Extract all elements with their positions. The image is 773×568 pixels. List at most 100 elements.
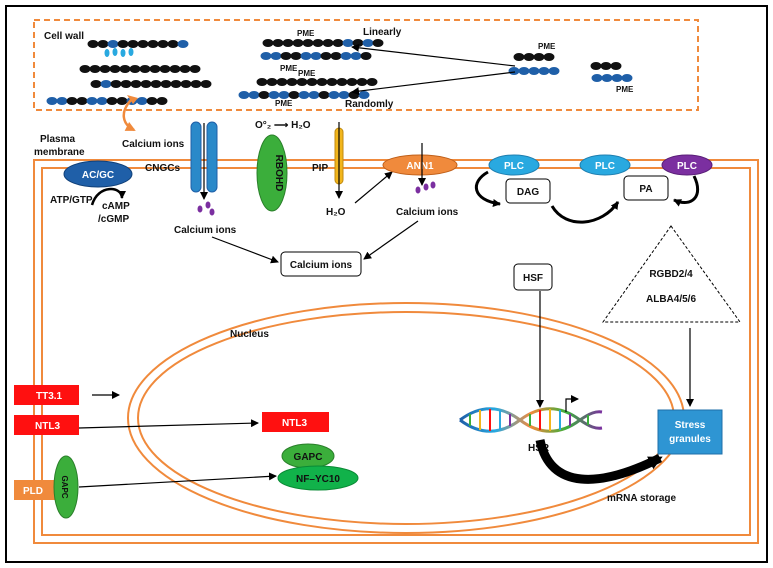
pectin-bead xyxy=(533,53,545,61)
pectin-bead xyxy=(46,97,58,105)
ann1-label: ANN1 xyxy=(406,161,434,172)
hsf-box xyxy=(513,263,553,291)
pectin-bead xyxy=(167,40,179,48)
pectin-bead xyxy=(298,91,310,99)
pectin-bead xyxy=(621,74,633,82)
pectin-bead xyxy=(189,65,201,73)
pectin-bead xyxy=(272,39,284,47)
pectin-bead xyxy=(513,53,525,61)
pme-label-4: PME xyxy=(275,99,293,108)
pectin-bead xyxy=(107,40,119,48)
pectin-bead xyxy=(150,80,162,88)
pectin-bead xyxy=(159,65,171,73)
plasma-label-2: membrane xyxy=(34,147,85,158)
pectin-bead xyxy=(262,39,274,47)
ntl3-box xyxy=(14,415,79,435)
transcription-start-arrow xyxy=(565,395,579,412)
h2o-to-ann1-arrow xyxy=(354,171,393,204)
mrna-storage-arrow xyxy=(535,438,663,484)
pectin-bead xyxy=(248,91,260,99)
calcium-ions-top: Calcium ions xyxy=(122,139,185,150)
pectin-bead xyxy=(336,78,348,86)
pectin-bead xyxy=(137,40,149,48)
ac-gc-reaction-arrow xyxy=(90,187,126,206)
pectin-fragment xyxy=(104,49,110,57)
pectin-bead xyxy=(290,52,302,60)
gapc-nucleus-label: GAPC xyxy=(294,452,323,463)
pectin-bead xyxy=(139,65,151,73)
stress-granules-box xyxy=(657,409,723,455)
pectin-bead xyxy=(66,97,78,105)
dag-label: DAG xyxy=(517,187,539,198)
rgbd-label: RGBD2/4 xyxy=(649,269,693,280)
nfyc10-label: NF–YC10 xyxy=(296,474,340,485)
pectin-bead xyxy=(523,53,535,61)
ntl3-nucleus-label: NTL3 xyxy=(282,418,307,429)
pectin-bead xyxy=(312,39,324,47)
pectin-bead xyxy=(332,39,344,47)
cell-wall-label: Cell wall xyxy=(44,31,84,42)
pectin-bead xyxy=(280,52,292,60)
pme-label-5: PME xyxy=(538,42,556,51)
pectin-bead xyxy=(109,65,121,73)
pectin-bead xyxy=(330,52,342,60)
pectin-bead xyxy=(238,91,250,99)
cngcs-label: CNGCs xyxy=(145,163,180,174)
ntl3-label: NTL3 xyxy=(35,421,60,432)
plc-enzyme-1 xyxy=(488,154,540,176)
calcium-ions-left: Calcium ions xyxy=(174,225,237,236)
pme-label-3: PME xyxy=(298,69,316,78)
gapc-membrane-label: GAPC xyxy=(60,475,69,498)
arrow-random xyxy=(351,71,516,96)
pectin-bead xyxy=(268,91,280,99)
pa-label: PA xyxy=(639,184,652,195)
pectin-bead xyxy=(276,78,288,86)
pectin-bead xyxy=(97,40,109,48)
linearly-label: Linearly xyxy=(363,27,402,38)
cngc-channel-left xyxy=(190,121,202,193)
pectin-fragment xyxy=(120,49,126,57)
pectin-bead xyxy=(366,78,378,86)
pectin-bead xyxy=(129,65,141,73)
pectin-bead xyxy=(156,97,168,105)
pectin-bead xyxy=(100,80,112,88)
pectin-bead xyxy=(611,74,623,82)
pectin-bead xyxy=(256,78,268,86)
ca-ann-to-box-arrow xyxy=(363,220,419,260)
pectin-bead xyxy=(338,91,350,99)
plc-to-pa-arrow xyxy=(673,175,700,207)
pectin-bead xyxy=(601,74,613,82)
pme-label-1: PME xyxy=(297,29,315,38)
tt31-label: TT3.1 xyxy=(36,391,63,402)
cell-wall-box xyxy=(33,19,699,111)
pectin-bead xyxy=(106,97,118,105)
pip-label: PIP xyxy=(312,163,328,174)
pectin-bead xyxy=(610,62,622,70)
ca-dot xyxy=(209,208,215,216)
pme-label-6: PME xyxy=(616,85,634,94)
pectin-bead xyxy=(177,40,189,48)
plc-enzyme-2 xyxy=(579,154,631,176)
pectin-bead xyxy=(518,67,530,75)
cgmp-label: /cGMP xyxy=(98,214,129,225)
gapc-membrane xyxy=(53,455,79,519)
pectin-bead xyxy=(169,65,181,73)
pectin-bead xyxy=(179,65,191,73)
pectin-bead xyxy=(282,39,294,47)
pectin-strands xyxy=(46,39,633,105)
pectin-bead xyxy=(288,91,300,99)
dna-helix-icon xyxy=(459,407,603,433)
pectin-bead xyxy=(140,80,152,88)
pectin-bead xyxy=(538,67,550,75)
atp-gtp-label: ATP/GTP xyxy=(50,195,93,206)
tt31-box xyxy=(14,385,79,405)
pectin-bead xyxy=(116,97,128,105)
camp-label: cAMP xyxy=(102,201,130,212)
pectin-bead xyxy=(528,67,540,75)
mrna-storage-label: mRNA storage xyxy=(607,493,677,504)
pa-box xyxy=(623,175,669,201)
pld-box xyxy=(14,480,56,500)
dag-box xyxy=(505,178,551,204)
pld-label: PLD xyxy=(23,486,43,497)
plasma-label-1: Plasma xyxy=(40,134,75,145)
